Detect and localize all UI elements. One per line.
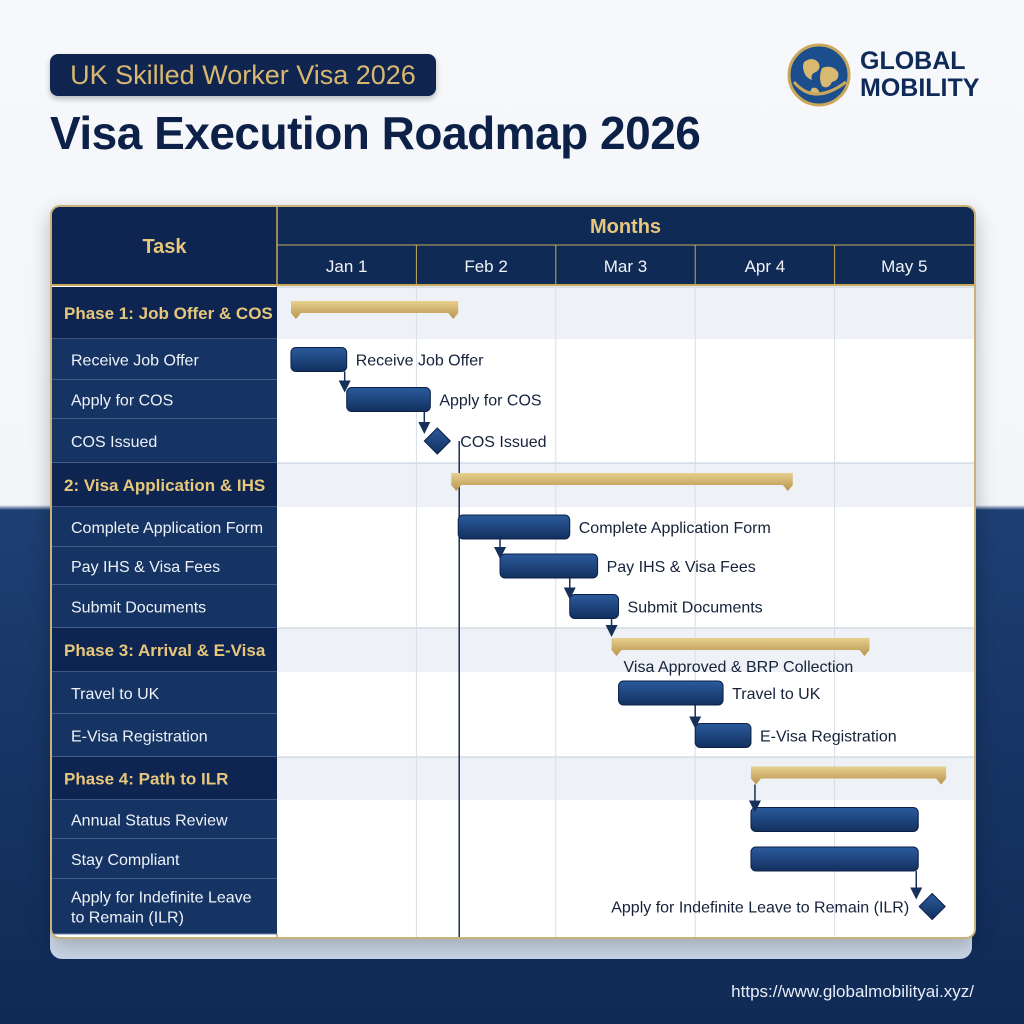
subtitle-badge: UK Skilled Worker Visa 2026 [50,54,436,96]
phase-bar [451,473,793,491]
task-bar [618,680,724,706]
task-label: Apply for Indefinite Leave [71,890,252,907]
task-cell [52,419,277,463]
task-bar-label: Apply for COS [439,393,541,410]
phase-label: Phase 1: Job Offer & COS [64,304,273,323]
row-bg [277,714,974,757]
task-label: Travel to UK [71,686,160,703]
task-label: Receive Job Offer [71,353,199,370]
phase-label: 2: Visa Application & IHS [64,476,265,495]
task-cell [52,628,277,672]
task-bar-label: E-Visa Registration [760,729,897,746]
task-cell [52,839,277,879]
task-bar [290,347,348,372]
page-title: Visa Execution Roadmap 2026 [50,107,701,159]
month-label: Feb 2 [464,257,507,276]
phase-bar-label: Visa Approved & BRP Collection [624,659,854,676]
task-cell [52,547,277,585]
row-bg [277,879,974,934]
task-label: Apply for COS [71,393,173,410]
month-label: Jan 1 [326,257,368,276]
task-bar [457,514,571,540]
row-bg [277,547,974,585]
task-cell [52,339,277,380]
task-label: E-Visa Registration [71,729,208,746]
task-cell [52,800,277,839]
task-label: COS Issued [71,434,157,451]
task-header-bg [52,207,277,285]
task-cell [52,757,277,800]
footer-url[interactable]: https://www.globalmobilityai.xyz/ [731,982,974,1001]
phase-bar [290,301,459,319]
phase-label: Phase 3: Arrival & E-Visa [64,641,266,660]
globe-icon [787,43,851,107]
row-bg [277,507,974,547]
task-bar [694,723,752,748]
row-bg [277,585,974,628]
brand-logo: GLOBAL MOBILITY [786,42,986,108]
task-cell [52,287,277,339]
task-label: Annual Status Review [71,813,228,830]
task-bar-label: Complete Application Form [579,520,771,537]
milestone-diamond [423,427,452,455]
task-header: Task [142,236,187,258]
phase-label: Phase 4: Path to ILR [64,770,228,789]
month-label: Apr 4 [745,257,786,276]
months-header: Months [590,216,661,238]
task-bar [750,807,919,832]
task-cell [52,879,277,934]
task-bar-label: Travel to UK [732,686,821,703]
milestone-diamond [918,892,946,921]
task-bar-label: Receive Job Offer [356,353,484,370]
phase-bar [750,766,947,785]
task-label: to Remain (ILR) [71,910,184,927]
task-cell [52,672,277,714]
phase-bar [611,638,870,656]
row-bg [277,339,974,380]
task-bar-label: Submit Documents [628,600,763,617]
milestone-label: COS Issued [460,434,546,451]
task-cell [52,585,277,628]
task-cell [52,380,277,419]
task-label: Pay IHS & Visa Fees [71,559,220,576]
task-cell [52,714,277,757]
task-label: Submit Documents [71,600,206,617]
task-cell [52,463,277,507]
logo-line-1: GLOBAL [860,47,966,75]
milestone-label: Apply for Indefinite Leave to Remain (IL… [611,900,909,917]
task-bar [569,594,620,619]
month-label: May 5 [881,257,927,276]
row-bg [277,419,974,463]
logo-line-2: MOBILITY [860,74,980,102]
task-label: Complete Application Form [71,520,263,537]
task-label: Stay Compliant [71,852,180,869]
task-bar [499,553,599,579]
task-cell [52,507,277,547]
task-bar [750,846,919,872]
task-bar-label: Pay IHS & Visa Fees [607,559,756,576]
task-bar [346,387,431,412]
month-label: Mar 3 [604,257,647,276]
